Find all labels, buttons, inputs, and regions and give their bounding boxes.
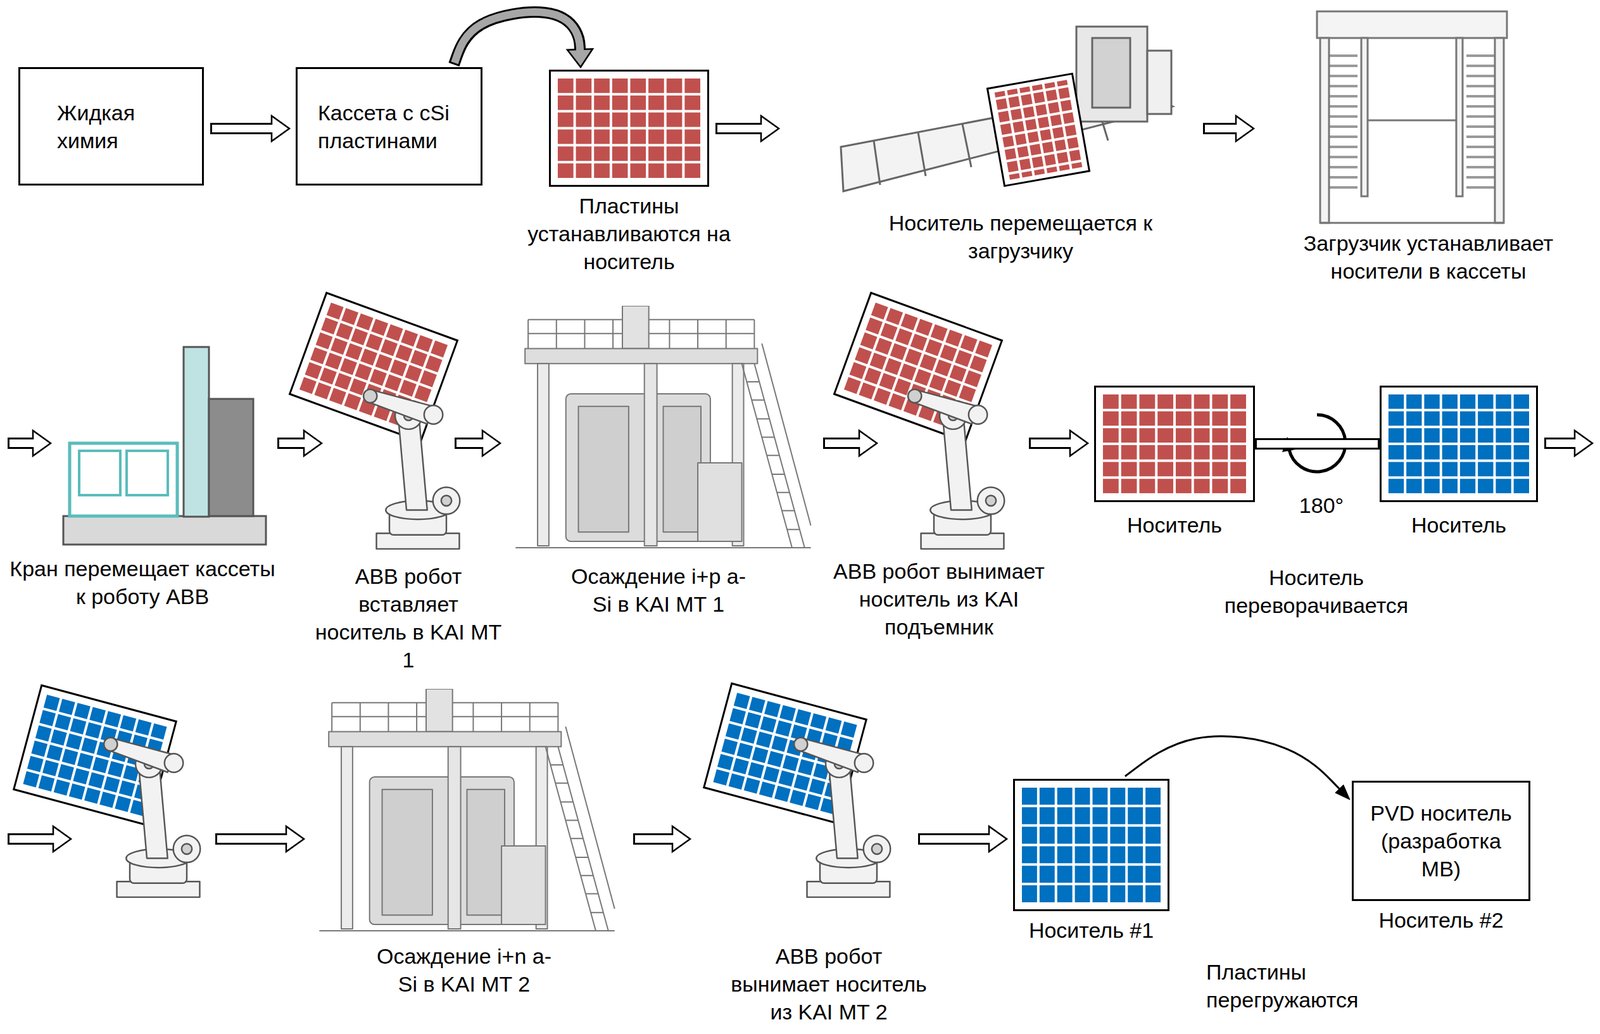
step-caption: Осаждение i+p a-Si в KAI MT 1 (569, 562, 748, 618)
carrier-box: PVD носитель (разработка MB)Носитель #2 (1351, 780, 1531, 934)
step-caption: Осаждение i+n a-Si в KAI MT 2 (375, 942, 553, 998)
arrow-outline (1254, 438, 1380, 450)
label-slot: 180° (1285, 491, 1358, 520)
process-step: Осаждение i+p a-Si в KAI MT 1 (506, 303, 817, 618)
arrow-fill (279, 439, 306, 448)
arrow-head (761, 115, 779, 142)
arrow-head (482, 430, 501, 456)
arrow-head (567, 48, 593, 68)
robot-loading-mt2 (13, 685, 201, 897)
robot-unloading-mt2 (704, 683, 891, 897)
process-step: ABB робот вынимает носитель из KAI подъе… (883, 303, 1023, 641)
note-label: Пластины перегружаются (1206, 957, 1397, 1014)
robot-loading-mt1 (289, 293, 461, 549)
grid-caption: Носитель (1363, 510, 1554, 539)
arrow-head (286, 826, 304, 852)
kai-mt2-reactor (319, 688, 615, 931)
arrow-fill (1030, 439, 1072, 448)
step-caption: Загрузчик устанавливает носители в кассе… (1295, 229, 1562, 285)
grid-caption: Пластины устанавливаются на носитель (509, 191, 750, 276)
flow-arrow (210, 115, 290, 142)
flow-arrow (7, 430, 51, 456)
arrow-head (672, 826, 691, 852)
label-slot: Пластины перегружаются (1206, 957, 1397, 1014)
step-caption: Кран перемещает кассеты к роботу ABB (6, 554, 279, 611)
arrow-fill (919, 835, 991, 843)
flow-arrow (1028, 430, 1088, 456)
process-box: Кассета с cSi пластинами (295, 67, 483, 186)
carrier-node: Носитель (1094, 385, 1255, 539)
grid-caption: Носитель #1 (996, 916, 1187, 945)
arrow-fill (454, 12, 580, 63)
step-caption: ABB робот вставляет носитель в KAI MT 1 (313, 562, 504, 674)
process-step: ABB робот вставляет носитель в KAI MT 1 (327, 303, 449, 674)
process-step: Загрузчик устанавливает носители в кассе… (1259, 6, 1571, 285)
flow-arrow (277, 430, 322, 456)
arrow-head (1335, 784, 1350, 800)
carrier-on-rail (987, 73, 1090, 186)
kai-mt1-reactor (515, 305, 811, 548)
carrier-grid (548, 69, 710, 187)
arrow-fill (1546, 439, 1577, 448)
cassette-loader (1316, 11, 1507, 223)
arrow-head (1235, 115, 1254, 142)
carrier-outline: PVD носитель (разработка MB) (1351, 780, 1531, 901)
flow-arrow (1254, 443, 1380, 445)
crane (63, 346, 266, 545)
robot-unloading-mt1 (834, 293, 1005, 549)
flow-arrow (633, 826, 691, 852)
arrow-outline (453, 12, 580, 65)
arrow-fill (1256, 440, 1378, 448)
carrier-grid (1013, 778, 1170, 912)
arrow-head (988, 826, 1007, 852)
arrow-head (32, 430, 51, 456)
process-step: Осаждение i+n a-Si в KAI MT 2 (310, 686, 627, 998)
arrow-fill (717, 124, 763, 133)
arrow-fill (9, 835, 56, 843)
arrow-fill (9, 439, 35, 448)
arrow-head (859, 430, 877, 456)
process-step: Кран перемещает кассеты к роботу ABB (56, 329, 271, 611)
process-step: Носитель перемещается к загрузчику (785, 25, 1197, 265)
arrow-head (271, 115, 290, 142)
grid-caption: Носитель (1079, 510, 1270, 539)
carrier-grid (1379, 385, 1538, 503)
box-caption: Носитель #2 (1346, 906, 1537, 934)
flow-arrow (453, 12, 593, 68)
box-text: Кассета с cSi пластинами (317, 98, 472, 155)
arrow-head (1574, 430, 1593, 456)
flow-arrow (823, 430, 877, 456)
flow-arrow (918, 826, 1007, 852)
note-label: Носитель переворачивается (1183, 563, 1450, 620)
process-box: Жидкая химия (18, 67, 204, 186)
box-text: Жидкая химия (56, 98, 177, 155)
flow-arrow (1203, 115, 1254, 142)
arrow-fill (212, 124, 274, 133)
label-slot: Носитель переворачивается (1183, 563, 1450, 620)
process-step: ABB робот вынимает носитель из KAI MT 2 (696, 693, 912, 1026)
arrow-fill (825, 439, 862, 448)
step-caption: Носитель перемещается к загрузчику (881, 208, 1160, 265)
carrier-node: Носитель #1 (1013, 778, 1170, 945)
box-text: PVD носитель (разработка MB) (1358, 799, 1524, 883)
arrow-head (303, 430, 322, 456)
carrier-node: Носитель (1379, 385, 1538, 539)
carrier-grid (1094, 385, 1255, 503)
arrow-head (53, 826, 71, 852)
flow-arrow (454, 430, 501, 456)
step-caption: ABB робот вынимает носитель из KAI MT 2 (724, 942, 934, 1026)
transfer-rail (840, 26, 1173, 192)
arrow-fill (635, 835, 675, 843)
flow-arrow (715, 115, 779, 142)
arrow-fill (456, 439, 485, 448)
step-caption: ABB робот вынимает носитель из KAI подъе… (812, 557, 1066, 641)
note-label: 180° (1285, 491, 1358, 520)
carrier-node: Пластины устанавливаются на носитель (548, 69, 710, 276)
arrow-fill (217, 835, 289, 843)
arrow-fill (1204, 124, 1238, 133)
arrow-head (1070, 430, 1088, 456)
